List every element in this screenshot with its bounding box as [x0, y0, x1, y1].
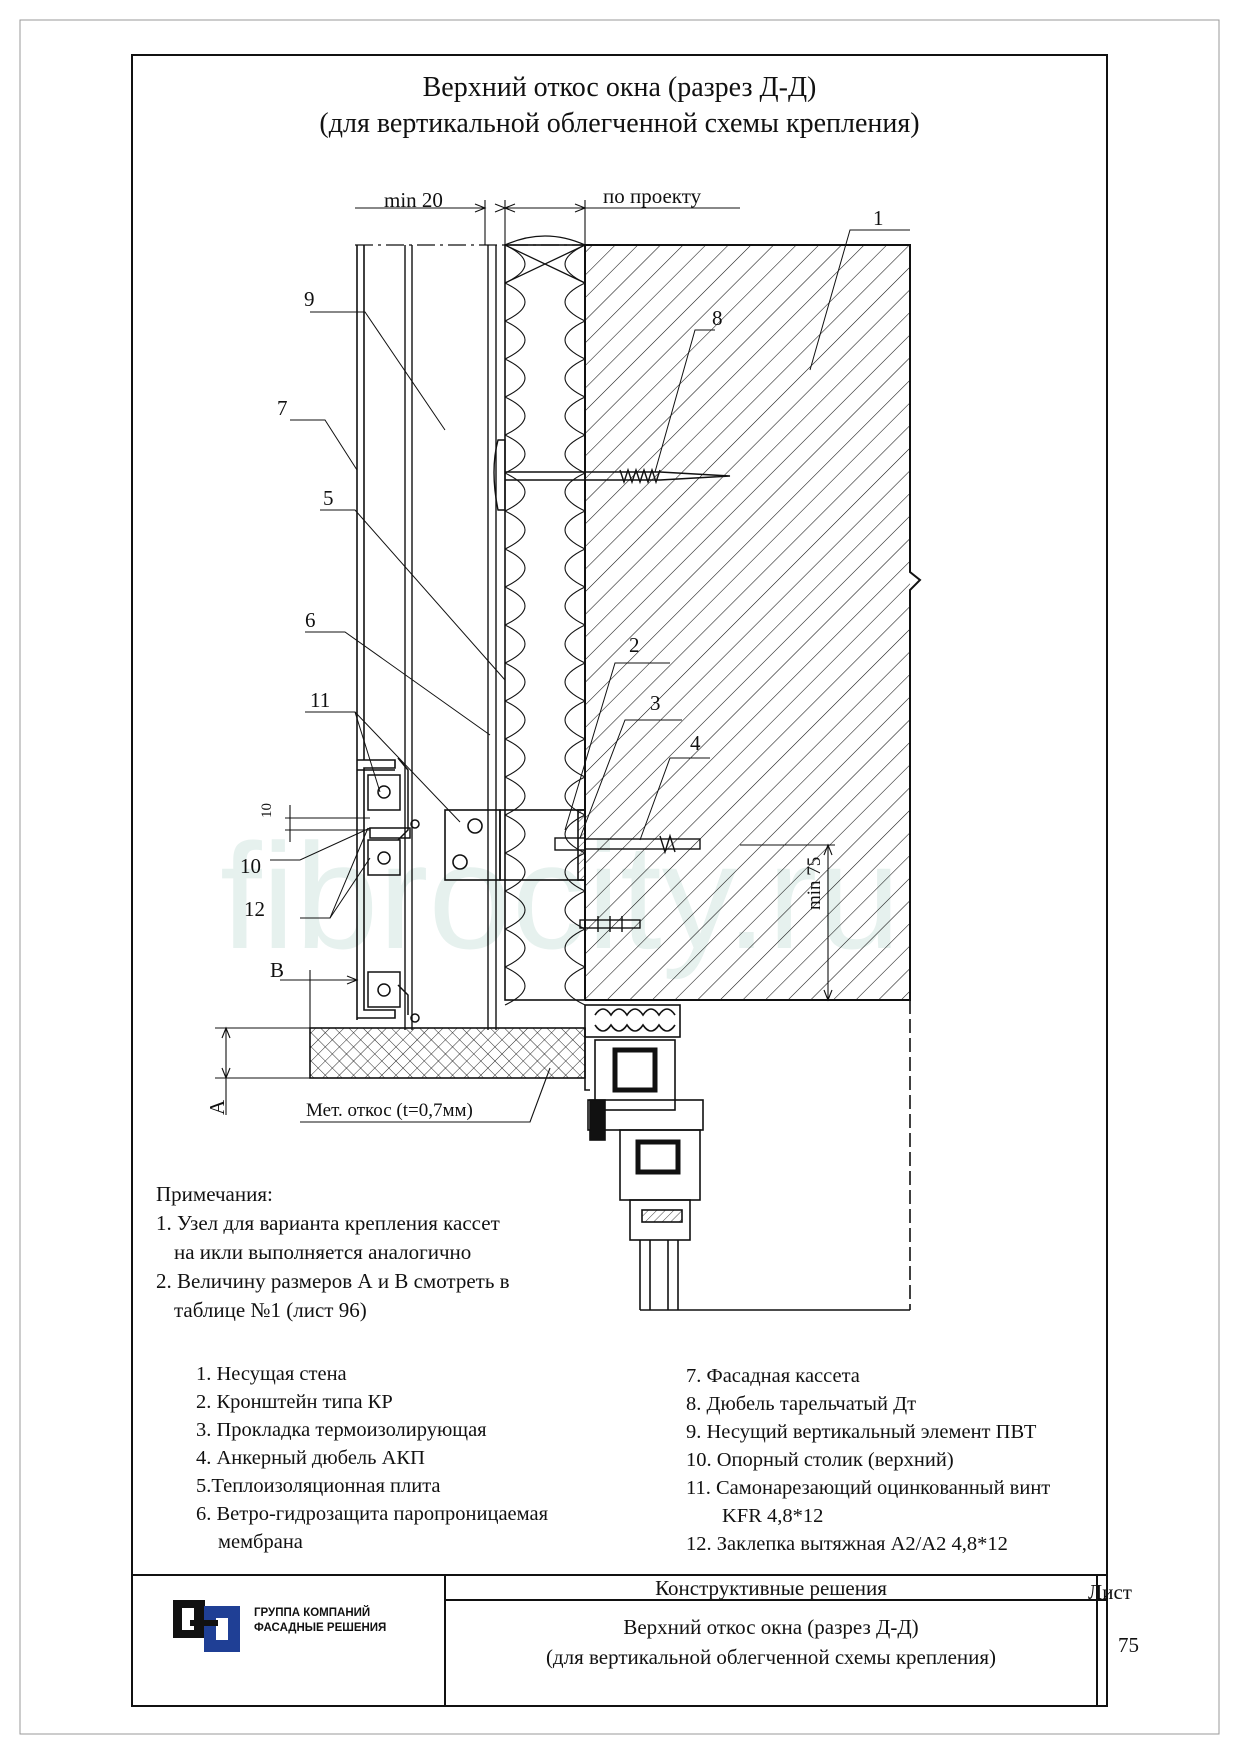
insulation-waves [504, 244, 586, 1006]
dim-min75: min 75 [804, 857, 825, 910]
dimension-lines [215, 200, 835, 1123]
support-brackets [367, 757, 420, 1023]
legend-left: 1. Несущая стена 2. Кронштейн типа КР 3.… [196, 1360, 548, 1556]
membrane-and-profile [404, 245, 497, 1030]
dim-B: B [270, 958, 284, 982]
company-name: ГРУППА КОМПАНИЙ ФАСАДНЫЕ РЕШЕНИЯ [254, 1606, 386, 1636]
legend-item-4: 4. Анкерный дюбель АКП [196, 1447, 425, 1469]
callout-12: 12 [244, 897, 265, 921]
sheet-frame [131, 54, 1108, 1707]
metal-slope [309, 1027, 590, 1091]
legend-item-12: 12. Заклепка вытяжная А2/А2 4,8*12 [686, 1533, 1008, 1555]
callout-6: 6 [305, 608, 316, 632]
company-logo [173, 1600, 240, 1652]
company-name-line-1: ГРУППА КОМПАНИЙ [254, 1607, 371, 1619]
legend-item-2: 2. Кронштейн типа КР [196, 1391, 393, 1413]
notes-heading: Примечания: [156, 1182, 273, 1206]
callout-9: 9 [304, 287, 315, 311]
title-block-name-line-2: (для вертикальной облегченной схемы креп… [545, 1645, 997, 1669]
title-block-name: Верхний откос окна (разрез Д-Д) (для вер… [445, 1612, 1097, 1672]
insulation-wave-path [504, 244, 586, 1006]
legend-item-8: 8. Дюбель тарельчатый Дт [686, 1393, 917, 1415]
title-block-sheet-label: Лист [1088, 1580, 1132, 1604]
callout-2: 2 [629, 633, 640, 657]
load-bearing-wall [355, 244, 922, 1001]
title-line-1: Верхний откос окна (разрез Д-Д) [422, 72, 817, 103]
page-title: Верхний откос окна (разрез Д-Д) (для вер… [132, 70, 1107, 142]
anchor-dowel [554, 833, 701, 932]
legend-item-5: 5.Теплоизоляционная плита [196, 1475, 441, 1497]
dim-10: 10 [259, 803, 275, 818]
facade-cassette [356, 245, 396, 1020]
callout-4: 4 [690, 731, 701, 755]
callout-8: 8 [712, 306, 723, 330]
title-line-2: (для вертикальной облегченной схемы креп… [319, 108, 920, 139]
insulation-board [504, 235, 586, 1001]
callout-10: 10 [240, 854, 261, 878]
callout-1: 1 [873, 206, 884, 230]
note-2b: таблице №1 (лист 96) [174, 1298, 367, 1322]
note-1b: на икли выполняется аналогично [174, 1240, 472, 1264]
legend-item-6: 6. Ветро-гидрозащита паропроницаемая [196, 1503, 549, 1525]
company-name-line-2: ФАСАДНЫЕ РЕШЕНИЯ [254, 1622, 387, 1634]
legend-item-1: 1. Несущая стена [196, 1363, 347, 1385]
legend-item-10: 10. Опорный столик (верхний) [686, 1449, 954, 1471]
note-2a: 2. Величину размеров А и В смотреть в [156, 1269, 510, 1293]
legend-right: 7. Фасадная кассета 8. Дюбель тарельчаты… [686, 1362, 1050, 1558]
dim-A: A [205, 1099, 229, 1115]
legend-item-11: 11. Самонарезающий оцинкованный винт [686, 1477, 1051, 1499]
note-1a: 1. Узел для варианта крепления кассет [156, 1211, 500, 1235]
outer-border [19, 19, 1220, 1735]
legend-item-9: 9. Несущий вертикальный элемент ПВТ [686, 1421, 1037, 1443]
legend-item-7: 7. Фасадная кассета [686, 1365, 860, 1387]
dim-min20: min 20 [384, 188, 443, 212]
callout-3: 3 [650, 691, 661, 715]
title-block-sheet-number: 75 [1118, 1633, 1139, 1657]
legend-item-3: 3. Прокладка термоизолирующая [196, 1419, 487, 1441]
window-frame-profile [584, 1000, 911, 1311]
callout-leaders [270, 229, 910, 919]
notes-block: Примечания: 1. Узел для варианта креплен… [156, 1180, 510, 1325]
legend-item-6-cont: мембрана [218, 1531, 303, 1553]
title-block [132, 1574, 1107, 1706]
callout-11: 11 [310, 688, 330, 712]
callout-5: 5 [323, 486, 334, 510]
dim-met-otkos: Мет. откос (t=0,7мм) [306, 1100, 473, 1121]
title-block-name-line-1: Верхний откос окна (разрез Д-Д) [623, 1615, 919, 1639]
callout-7: 7 [277, 396, 288, 420]
plate-dowel [493, 439, 731, 511]
title-block-section: Конструктивные решения [655, 1576, 887, 1600]
legend-item-11-cont: KFR 4,8*12 [722, 1505, 824, 1527]
dim-po-proektu: по проекту [603, 184, 702, 208]
